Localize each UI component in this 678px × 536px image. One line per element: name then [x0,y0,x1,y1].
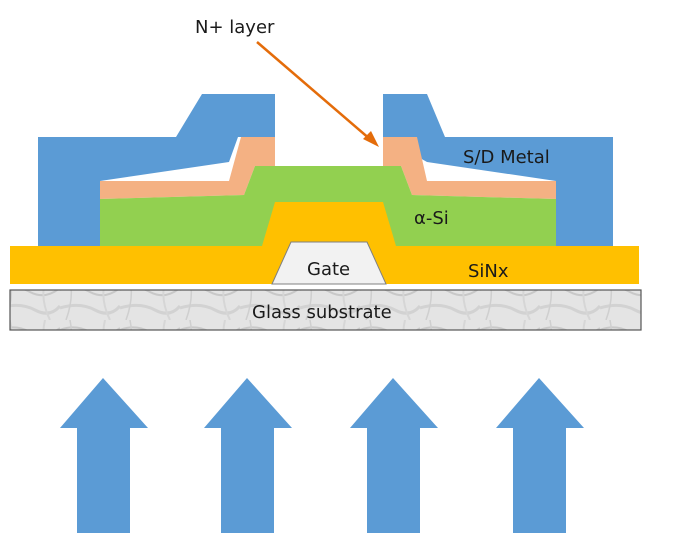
up-arrow-icon [496,378,584,533]
label-n-plus-layer: N+ layer [195,17,275,38]
label-sinx: SiNx [468,261,509,282]
n-plus-pointer-line [256,41,372,141]
up-arrow-icon [350,378,438,533]
sd-metal-right [383,94,613,246]
up-arrow-icon [60,378,148,533]
n-plus-layer-left [100,137,275,199]
label-sd-metal: S/D Metal [463,147,550,168]
label-gate: Gate [307,259,350,280]
label-a-si: α-Si [414,208,449,229]
n-plus-layer-right [383,137,556,199]
gate-electrode [271,241,387,285]
n-plus-pointer-head-icon [363,131,379,147]
light-arrows [60,378,584,533]
up-arrow-icon [204,378,292,533]
glass-substrate [9,289,642,331]
label-glass-substrate: Glass substrate [252,302,392,323]
sd-metal-left [38,94,275,246]
